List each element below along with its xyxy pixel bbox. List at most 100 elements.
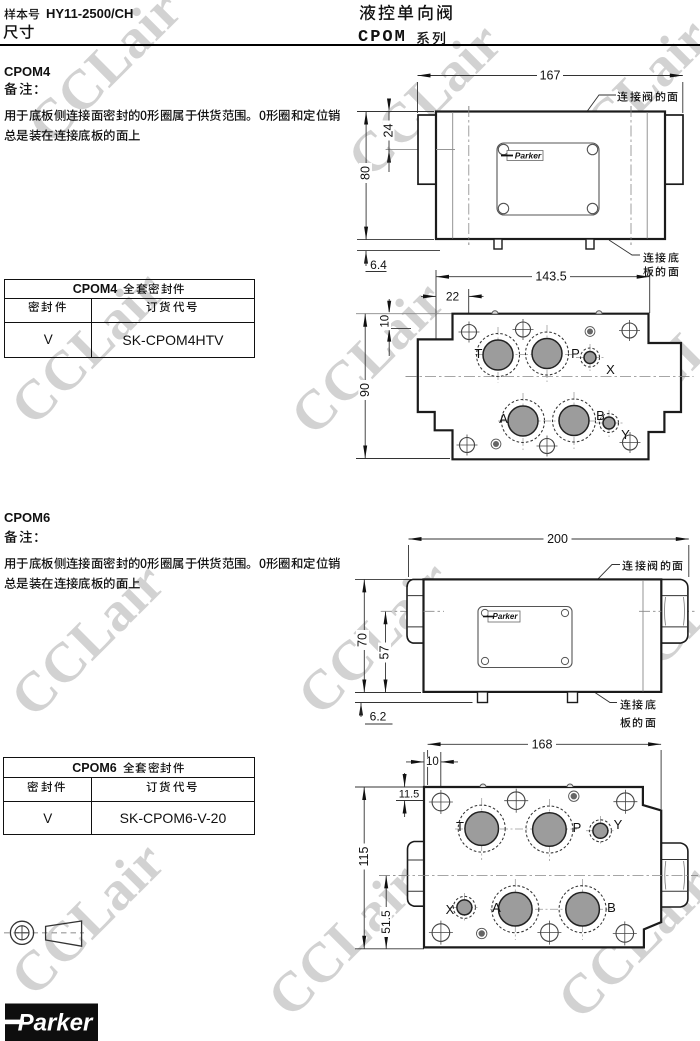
cpom4-port-a-hole xyxy=(507,405,539,437)
cpom6-side-view-drawing: 200 70 57 6.2 Parker xyxy=(355,532,695,725)
cpom4-code-value: SK-CPOM4HTV xyxy=(91,322,255,358)
cpom6-port-p-hole xyxy=(531,811,567,848)
cpom6-seal-value: V xyxy=(2,800,93,836)
cpom4-note-line2 xyxy=(4,128,140,141)
cpom6-heading: CPOM6 xyxy=(4,509,51,525)
cpom4-port-b-oring xyxy=(551,398,597,443)
catalog-number: HY11-2500/CH xyxy=(46,5,134,21)
cpom6-dim-overall-width: 200 xyxy=(547,532,568,546)
cpom6-dim-centerline-to-bottom: 51.5 xyxy=(379,910,393,934)
cpom6-port-label-y: Y xyxy=(614,817,623,832)
cpom6-dim-bolt-offset-y: 11.5 xyxy=(399,788,420,800)
cpom6-port-label-b: B xyxy=(607,900,616,915)
page-topic xyxy=(3,24,34,40)
cpom6-port-a-oring xyxy=(491,885,540,934)
cpom6-port-t-oring xyxy=(457,804,506,853)
cpom6-port-label-x: X xyxy=(446,902,455,917)
cpom4-port-p-hole xyxy=(531,337,563,370)
cpom6-port-label-a: A xyxy=(492,900,501,915)
cpom4-dim-port-face-width: 143.5 xyxy=(535,270,566,284)
cpom6-port-p-oring xyxy=(525,805,574,854)
series-suffix xyxy=(416,31,448,45)
cpom6-seal-table-title-suffix xyxy=(122,762,186,774)
cpom4-dim-port-face-height: 90 xyxy=(358,383,372,397)
cpom6-note-line2 xyxy=(4,576,140,589)
cpom6-nameplate-brand: Parker xyxy=(493,612,519,621)
series-line: CPOM xyxy=(358,28,448,47)
cpom6-dim-pin-protrusion: 6.2 xyxy=(370,710,387,724)
product-title xyxy=(359,4,455,21)
cpom4-port-y-hole xyxy=(602,416,616,430)
cpom6-port-x-hole xyxy=(456,899,473,916)
parker-logo: Parker xyxy=(5,1003,98,1041)
cpom4-port-label-x: X xyxy=(606,362,615,377)
cpom6-port-y-hole xyxy=(592,822,609,840)
cpom4-note-line1 xyxy=(4,108,340,121)
cpom4-dim-pin-offset: 24 xyxy=(382,124,396,138)
cpom4-seal-table-title: CPOM4 xyxy=(4,278,255,299)
cpom6-port-x-oring xyxy=(452,895,476,919)
cpom4-callout-subplate-1 xyxy=(643,251,680,263)
cpom4-port-view-drawing: 143.5 22 10 90 T P X A B Y xyxy=(356,270,694,461)
cpom4-dim-bolt-offset-y: 10 xyxy=(380,315,392,328)
cpom6-code-col-header xyxy=(146,780,200,797)
cpom6-code-value: SK-CPOM6-V-20 xyxy=(91,800,255,836)
cpom4-dim-overall-height: 80 xyxy=(359,166,373,180)
cpom6-port-t-hole xyxy=(464,811,500,847)
cpom6-dim-bolt-offset-x: 10 xyxy=(426,756,439,768)
cpom4-seal-table: CPOM4 V SK-CPOM4HTV xyxy=(3,278,255,358)
cpom6-callout-subplate-1 xyxy=(620,699,657,710)
cpom4-port-label-t: T xyxy=(475,346,483,361)
cpom6-seal-table-title-model: CPOM6 xyxy=(72,760,117,775)
cpom6-port-a-hole xyxy=(497,891,533,927)
cpom4-port-b-hole xyxy=(558,404,590,437)
cpom6-seal-col-header xyxy=(27,780,68,797)
cpom6-dim-overall-height: 70 xyxy=(356,633,370,647)
cpom6-note-label xyxy=(4,530,48,544)
catalog-line: HY11-2500/CH xyxy=(4,5,134,22)
cpom6-dim-port-face-height: 115 xyxy=(357,846,371,866)
cpom4-seal-table-title-model: CPOM4 xyxy=(72,281,118,296)
cpom4-port-label-b: B xyxy=(596,408,605,423)
cpom4-nameplate xyxy=(496,142,600,216)
cpom6-dim-port-face-width: 168 xyxy=(532,737,553,751)
cpom4-port-label-y: Y xyxy=(621,427,630,442)
cpom4-seal-value: V xyxy=(3,322,93,358)
cpom4-callout-valve-face xyxy=(617,91,680,102)
cpom4-code-col-header xyxy=(146,301,200,317)
cpom6-seal-table-title: CPOM6 xyxy=(3,757,255,779)
cpom4-dim-pin-protrusion: 6.4 xyxy=(370,258,387,272)
cpom6-port-b-hole xyxy=(565,891,601,927)
parker-logo-text: Parker xyxy=(18,1010,94,1037)
catalog-label xyxy=(4,8,40,20)
cpom4-port-x-oring xyxy=(579,347,601,368)
cpom6-port-label-t: T xyxy=(456,819,464,834)
cpom6-note-line1 xyxy=(4,556,340,569)
cpom4-seal-table-title-suffix xyxy=(123,283,186,295)
cpom6-seal-table: CPOM6 V SK-CPOM6-V-20 xyxy=(2,757,255,836)
cpom4-port-x-hole xyxy=(583,350,597,365)
cpom6-callout-valve-face xyxy=(622,559,685,571)
cpom4-port-a-oring xyxy=(500,398,546,444)
cpom6-port-y-oring xyxy=(588,819,612,843)
cpom4-port-p-oring xyxy=(524,331,570,376)
cpom6-callout-subplate-2 xyxy=(620,716,657,728)
cpom4-seal-col-header xyxy=(28,301,69,317)
series-code: CPOM xyxy=(358,28,407,47)
cpom4-note-label xyxy=(4,82,48,96)
cpom4-dim-overall-width: 167 xyxy=(540,69,561,83)
cpom4-dim-bolt-offset-x: 22 xyxy=(446,289,460,303)
cpom4-port-label-a: A xyxy=(499,411,508,426)
cpom4-side-view-drawing: 167 80 24 6.4 Parker xyxy=(357,69,684,272)
cpom4-port-t-oring xyxy=(475,332,521,378)
cpom4-port-label-p: P xyxy=(571,346,580,361)
header-rule xyxy=(0,43,700,47)
cpom6-port-b-oring xyxy=(558,885,607,934)
cpom6-port-view-drawing: 168 10 11.5 115 51.5 T P Y X A B xyxy=(355,737,698,950)
cpom6-port-label-p: P xyxy=(573,820,582,835)
cpom4-heading: CPOM4 xyxy=(4,63,51,79)
cpom4-nameplate-brand: Parker xyxy=(515,151,542,161)
cpom4-port-y-oring xyxy=(598,412,620,434)
check-valve-symbol xyxy=(4,920,84,947)
